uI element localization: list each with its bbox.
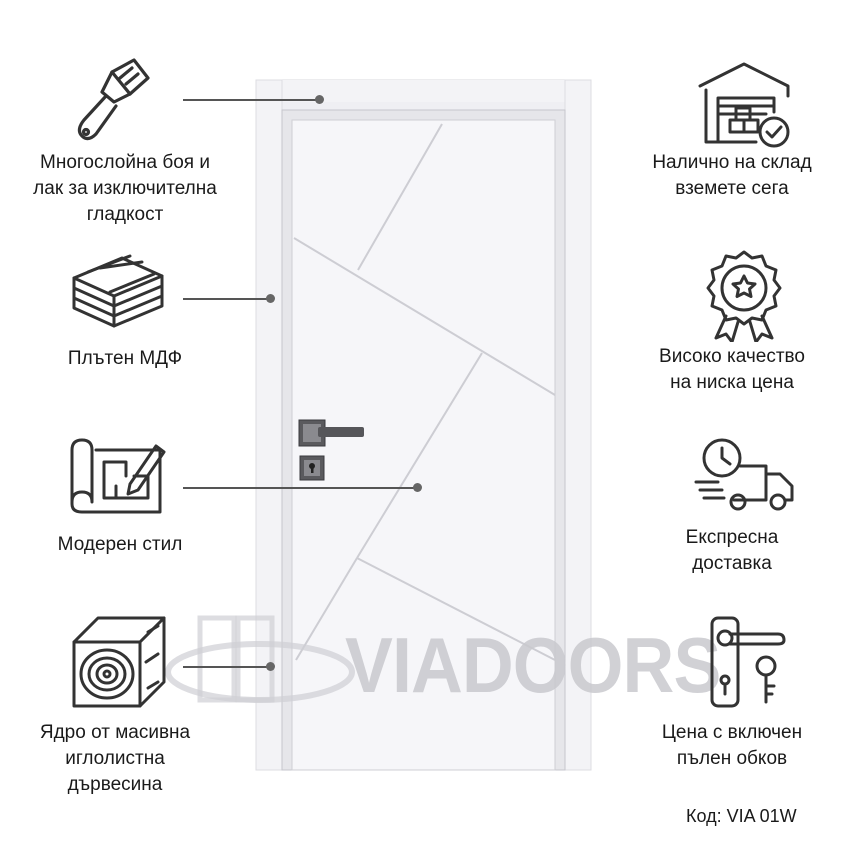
feature-stock-line-1: Налично на склад [652, 152, 812, 173]
mdf-boards-icon [70, 254, 166, 334]
warehouse-check-icon [696, 60, 796, 148]
feature-core-text: Ядро от масивна иглолистна дървесина [0, 720, 230, 798]
leader-line-mdf [183, 298, 270, 300]
leader-dot-mdf [266, 294, 275, 303]
door-handle [298, 419, 364, 481]
viadoors-watermark: VIADOORS [160, 610, 721, 730]
feature-quality-line-1: Високо качество [659, 346, 805, 367]
door-leaf [291, 119, 556, 771]
feature-delivery-text: Експресна доставка [617, 525, 847, 577]
wood-log-icon [70, 612, 170, 710]
leader-line-core [183, 666, 271, 668]
feature-paint-line-1: Многослойна боя и [40, 152, 210, 173]
feature-stock-line-2: вземете сега [675, 178, 789, 199]
feature-core-line-3: дървесина [67, 774, 163, 795]
delivery-truck-icon [694, 436, 798, 516]
feature-mdf-text: Плътен МДФ [10, 346, 240, 372]
feature-fittings-line-1: Цена с включен [661, 722, 803, 743]
feature-paint-text: Многослойна боя и лак за изключителна гл… [10, 150, 240, 228]
blueprint-pencil-icon [68, 432, 168, 518]
paint-brush-icon [72, 58, 152, 144]
leader-line-style [183, 487, 416, 489]
door-handle-key-icon [708, 614, 788, 710]
feature-paint-line-2: лак за изключителна [33, 178, 217, 199]
feature-style-text: Модерен стил [5, 532, 235, 558]
watermark-logo-icon [165, 615, 355, 703]
product-code: Код: VIA 01W [686, 806, 797, 826]
feature-style-line-1: Модерен стил [57, 534, 183, 555]
quality-badge-icon [704, 250, 784, 342]
leader-dot-paint [315, 95, 324, 104]
feature-mdf-line-1: Плътен МДФ [67, 348, 183, 369]
leader-dot-style [413, 483, 422, 492]
feature-core-line-1: Ядро от масивна [39, 722, 191, 743]
feature-paint-line-3: гладкост [86, 204, 164, 225]
feature-fittings-text: Цена с включен пълен обков [617, 720, 847, 772]
watermark-text: VIADOORS [345, 621, 721, 709]
leader-dot-core [266, 662, 275, 671]
feature-quality-text: Високо качество на ниска цена [617, 344, 847, 396]
feature-fittings-line-2: пълен обков [676, 748, 788, 769]
door-grooves [293, 123, 556, 661]
feature-delivery-line-1: Експресна [685, 527, 779, 548]
feature-core-line-2: иглолистна [65, 748, 165, 769]
feature-quality-line-2: на ниска цена [670, 372, 794, 393]
leader-line-paint [183, 99, 318, 101]
feature-delivery-line-2: доставка [692, 553, 772, 574]
feature-stock-text: Налично на склад вземете сега [617, 150, 847, 202]
